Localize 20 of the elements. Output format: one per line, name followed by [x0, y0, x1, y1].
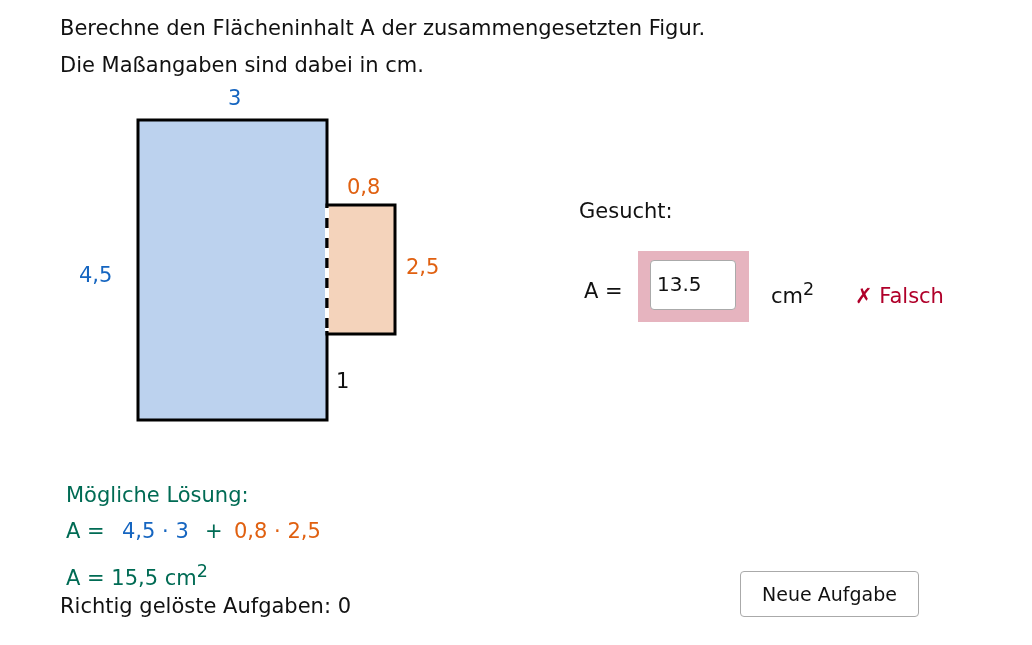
formula-text: +: [205, 518, 223, 544]
heading-text: Mögliche Lösung:: [66, 482, 249, 508]
formula-text: 0,8 · 2,5: [234, 518, 321, 544]
dimension-label: 2,5: [406, 254, 440, 280]
dimension-label: 0,8: [347, 174, 381, 200]
answer-field: 13.5: [638, 251, 749, 322]
formula-text: A =: [66, 518, 105, 544]
dimension-label: 1: [336, 368, 350, 394]
instruction-text: Die Maßangaben sind dabei in cm.: [60, 52, 424, 78]
formula-text: 4,5 · 3: [122, 518, 189, 544]
unit-text: cm$^{2}$: [771, 278, 815, 309]
formula-text: A = 15,5 cm$^{2}$: [66, 560, 208, 591]
new-task-button: Neue Aufgabe: [740, 571, 919, 617]
title: Berechne den Flächeninhalt A der zusammengesetzten Figur.: [60, 15, 706, 41]
heading-text: Gesucht:: [579, 198, 673, 224]
formula-text: A =: [584, 278, 623, 304]
feedback-text: ✗ Falsch: [855, 283, 944, 309]
score-text: Richtig gelöste Aufgaben: 0: [60, 593, 351, 619]
dimension-label: 4,5: [79, 262, 113, 288]
dimension-label: 3: [228, 85, 242, 111]
